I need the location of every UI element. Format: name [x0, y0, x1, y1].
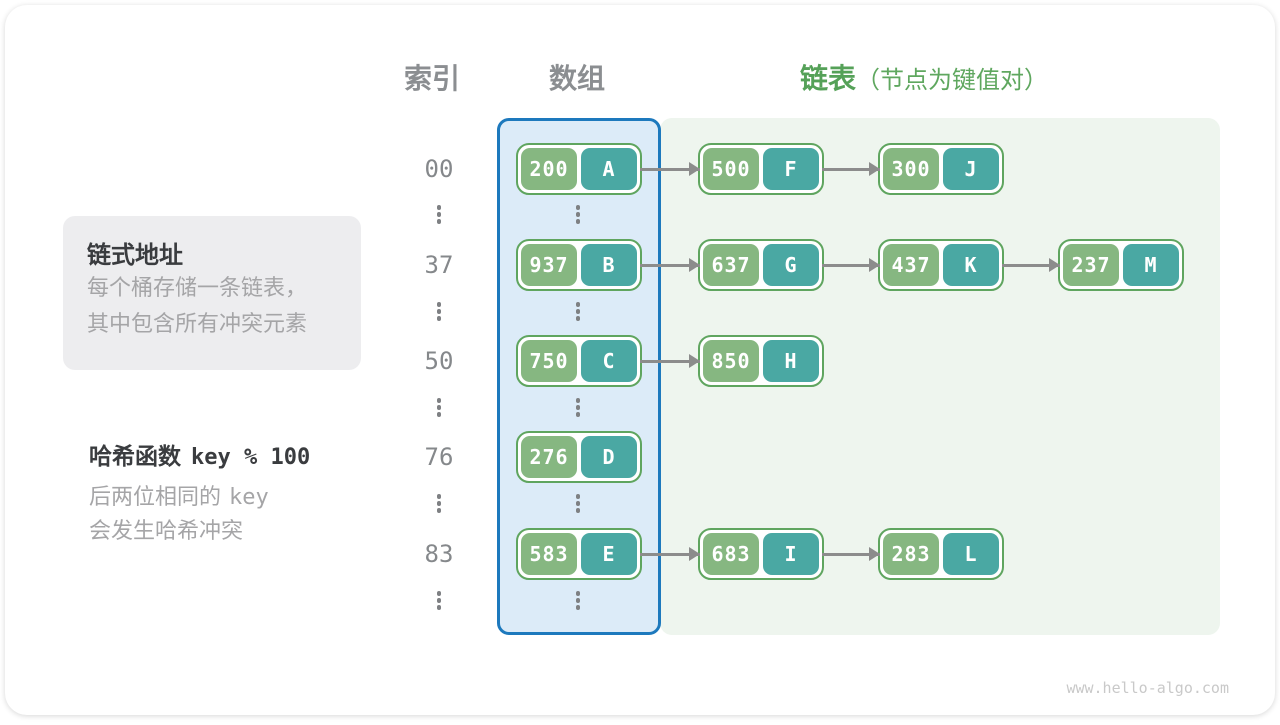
node-value: H	[763, 340, 819, 382]
node-value: A	[581, 148, 637, 190]
node-value: L	[943, 533, 999, 575]
arrow-right-icon	[822, 264, 880, 267]
node-key: 200	[521, 148, 577, 190]
node-key: 283	[883, 533, 939, 575]
diagram-card: 索引 数组 链表（节点为键值对） 链式地址 每个桶存储一条链表， 其中包含所有冲…	[5, 5, 1275, 715]
node-key: 500	[703, 148, 759, 190]
arrow-right-icon	[822, 553, 880, 556]
node-key: 583	[521, 533, 577, 575]
ellipsis-dots	[436, 203, 442, 226]
node-key: 637	[703, 244, 759, 286]
index-label: 37	[399, 249, 479, 281]
arrow-right-icon	[640, 264, 700, 267]
node-value: J	[943, 148, 999, 190]
arrow-right-icon	[822, 168, 880, 171]
node-key: 437	[883, 244, 939, 286]
index-label: 00	[399, 153, 479, 185]
node-key: 276	[521, 436, 577, 478]
node-key: 750	[521, 340, 577, 382]
arrow-right-icon	[1002, 264, 1060, 267]
ellipsis-dots	[575, 396, 581, 419]
ellipsis-dots	[436, 300, 442, 323]
node-value: B	[581, 244, 637, 286]
ellipsis-dots	[575, 203, 581, 226]
ellipsis-dots	[575, 492, 581, 515]
node-value: D	[581, 436, 637, 478]
ellipsis-dots	[436, 492, 442, 515]
node-value: F	[763, 148, 819, 190]
node-value: I	[763, 533, 819, 575]
node-value: C	[581, 340, 637, 382]
index-label: 76	[399, 441, 479, 473]
ellipsis-dots	[436, 589, 442, 612]
node-key: 237	[1063, 244, 1119, 286]
node-value: G	[763, 244, 819, 286]
index-label: 83	[399, 538, 479, 570]
node-key: 300	[883, 148, 939, 190]
node-key: 937	[521, 244, 577, 286]
arrow-right-icon	[640, 360, 700, 363]
arrow-right-icon	[640, 553, 700, 556]
node-value: K	[943, 244, 999, 286]
index-label: 50	[399, 345, 479, 377]
node-value: E	[581, 533, 637, 575]
ellipsis-dots	[575, 589, 581, 612]
ellipsis-dots	[436, 396, 442, 419]
ellipsis-dots	[575, 300, 581, 323]
node-key: 683	[703, 533, 759, 575]
node-value: M	[1123, 244, 1179, 286]
arrow-right-icon	[640, 168, 700, 171]
node-key: 850	[703, 340, 759, 382]
